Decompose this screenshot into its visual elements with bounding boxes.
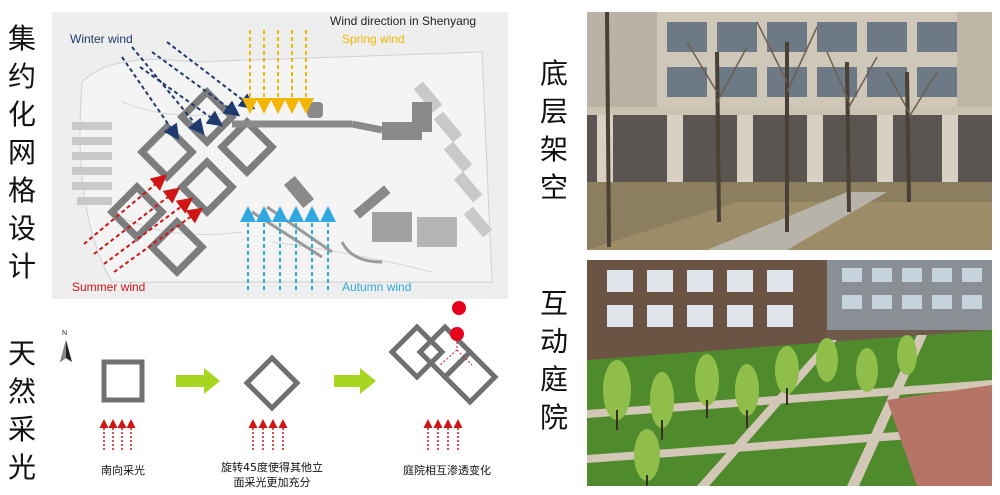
sunlight-arrows-3 (423, 419, 463, 450)
main-corridor (232, 120, 383, 134)
background-buildings (72, 81, 493, 238)
photo-interactive-courtyard (587, 260, 992, 486)
title-ground-stilts: 底 层 架 空 (540, 57, 569, 204)
winter-wind-label: Winter wind (70, 32, 133, 46)
transition-arrow-2 (334, 368, 376, 394)
wind-direction-map: Wind direction in Shenyang Winter wind S… (52, 12, 508, 299)
title-grid-design: 集 约 化 网 格 设 计 (8, 22, 37, 283)
summer-wind-label: Summer wind (72, 280, 146, 294)
sun-dot-icon (452, 301, 466, 315)
caption-rotate-45: 旋转45度使得其他立 面采光更加充分 (221, 461, 323, 489)
transition-arrow-1 (176, 368, 220, 394)
sunlight-arrows-1 (99, 419, 136, 450)
spring-wind-arrows (242, 30, 314, 114)
daylight-drawing (60, 301, 499, 450)
rotated-plan-shape (243, 354, 301, 412)
winter-wind-arrows (121, 41, 256, 141)
compass-north-label: N (62, 330, 68, 337)
square-plan-shape (101, 359, 145, 403)
spring-wind-label: Spring wind (342, 32, 405, 46)
autumn-wind-label: Autumn wind (342, 280, 412, 294)
daylight-diagram: N 南向采光 旋转45度使得其他立 面采光更加充分 庭院相互渗透变化 (52, 300, 512, 490)
caption-south-light: 南向采光 (101, 464, 145, 477)
photo-ground-floor-stilts (587, 12, 992, 250)
sunlight-arrows-2 (248, 419, 288, 450)
site-plan-drawing (52, 12, 508, 299)
compass-icon (60, 340, 72, 362)
summer-wind-arrows (83, 174, 204, 273)
title-natural-daylight: 天 然 采 光 (8, 337, 37, 484)
sun-dot-icon (450, 327, 464, 341)
courtyard-plan-shape (388, 323, 499, 406)
title-interactive-courtyard: 互 动 庭 院 (540, 287, 569, 434)
autumn-wind-arrows (240, 206, 336, 290)
caption-courtyard: 庭院相互渗透变化 (403, 464, 491, 477)
central-buildings (283, 102, 457, 247)
wind-map-title: Wind direction in Shenyang (330, 14, 477, 28)
